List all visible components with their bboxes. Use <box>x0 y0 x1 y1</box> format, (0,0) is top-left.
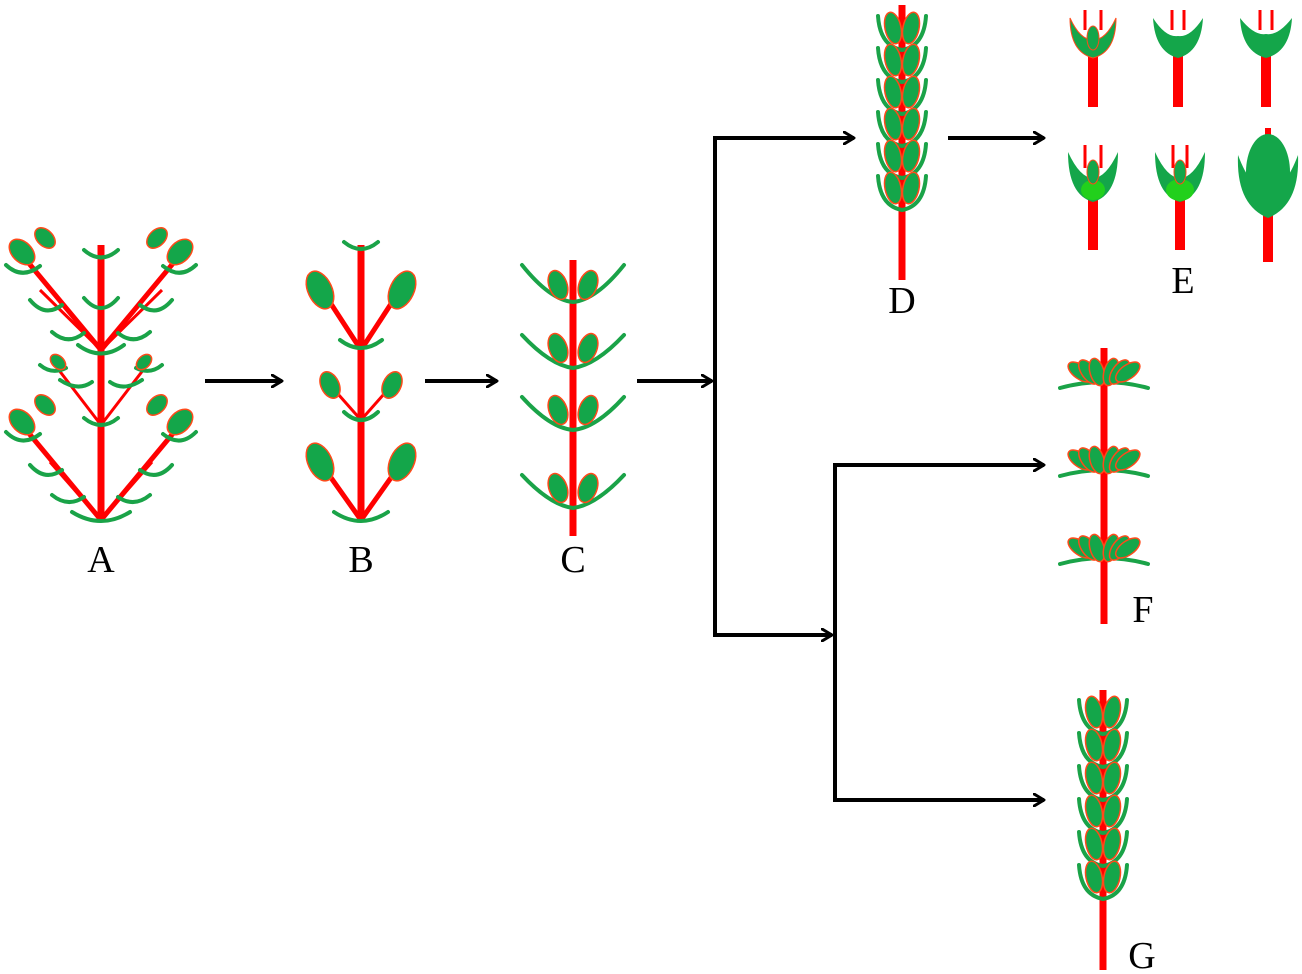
d-spikelet-6 <box>876 171 928 213</box>
spikelet-e5 <box>1155 145 1205 250</box>
panicle-b <box>305 240 417 523</box>
d-spikelet-2 <box>876 43 928 85</box>
spikelet-e4 <box>1068 145 1118 250</box>
label-c: C <box>560 539 585 581</box>
label-d: D <box>888 280 915 322</box>
branch-connector <box>713 138 1044 800</box>
d-spikelet-3 <box>876 75 928 117</box>
f-whorl-1 <box>1058 357 1150 390</box>
g-spikelet-4 <box>1077 794 1129 836</box>
spike-c <box>520 260 626 536</box>
g-spikelet-2 <box>1077 728 1129 770</box>
spikelet-e1 <box>1069 10 1117 107</box>
label-a: A <box>87 539 115 581</box>
spikelet-variants-e <box>1068 10 1299 262</box>
label-f: F <box>1132 589 1153 631</box>
g-spikelet-1 <box>1077 695 1129 737</box>
spikelet-e2 <box>1153 10 1203 107</box>
panicle-a <box>4 227 198 523</box>
d-spikelet-5 <box>876 139 928 181</box>
spikelet-e6 <box>1237 128 1299 262</box>
spikelet-e3 <box>1240 10 1292 107</box>
g-spikelet-6 <box>1077 860 1129 902</box>
f-whorl-2 <box>1058 445 1150 478</box>
spike-d <box>876 5 928 280</box>
f-whorl-3 <box>1058 533 1150 566</box>
g-spikelet-5 <box>1077 827 1129 869</box>
d-spikelet-4 <box>876 107 928 149</box>
whorled-spike-f <box>1058 348 1150 624</box>
g-spikelet-3 <box>1077 761 1129 803</box>
label-e: E <box>1171 260 1194 302</box>
d-spikelet-1 <box>876 11 928 53</box>
label-b: B <box>348 539 373 581</box>
spike-g <box>1077 690 1129 970</box>
label-g: G <box>1128 935 1155 974</box>
